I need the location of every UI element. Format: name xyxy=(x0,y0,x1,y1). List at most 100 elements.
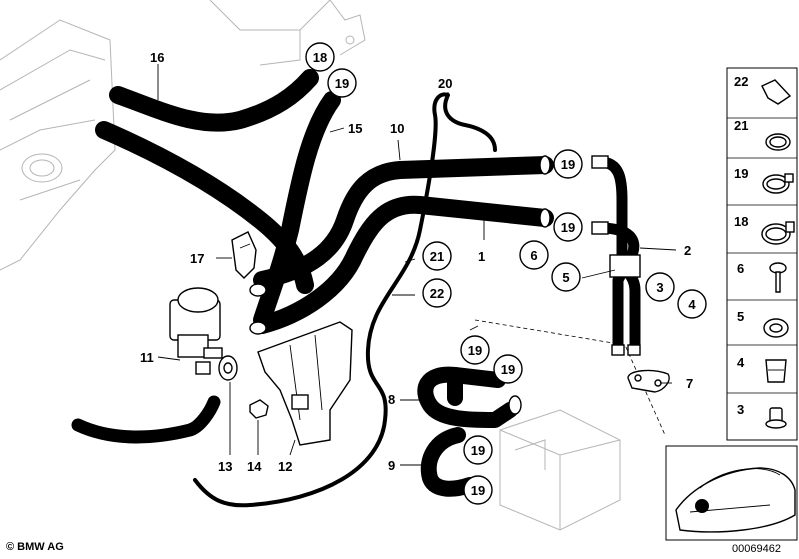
svg-text:22: 22 xyxy=(430,286,444,301)
callout-3: 3 xyxy=(645,272,675,302)
leader-lines xyxy=(157,64,677,466)
callout-4: 4 xyxy=(677,289,707,319)
hose-1 xyxy=(253,195,554,334)
legend-item-3: 3 xyxy=(737,402,787,429)
svg-text:6: 6 xyxy=(530,248,537,263)
parts-legend: 22 21 19 18 6 5 xyxy=(726,67,798,441)
legend-item-18: 18 xyxy=(734,214,795,245)
svg-text:2: 2 xyxy=(684,243,691,258)
svg-text:4: 4 xyxy=(688,297,696,312)
svg-text:3: 3 xyxy=(737,402,744,417)
svg-text:1: 1 xyxy=(478,249,485,264)
pipe-20 xyxy=(193,92,497,508)
legend-item-19: 19 xyxy=(734,166,794,194)
callout-19-e: 19 xyxy=(493,354,523,384)
copyright-brand: © BMW AG xyxy=(6,541,64,553)
water-valve-11 xyxy=(169,287,223,375)
callout-13: 13 xyxy=(218,459,232,474)
hose-16 xyxy=(109,69,319,132)
legend-item-4: 4 xyxy=(737,355,787,383)
callout-2: 2 xyxy=(684,243,691,258)
hose-10 xyxy=(253,155,554,289)
svg-text:14: 14 xyxy=(247,459,262,474)
image-number: 00069462 xyxy=(732,543,781,555)
callout-7: 7 xyxy=(686,376,693,391)
svg-text:21: 21 xyxy=(734,118,748,133)
svg-text:19: 19 xyxy=(335,76,349,91)
hose-end-b xyxy=(249,321,267,335)
callout-19-c: 19 xyxy=(553,212,583,242)
engine-block-drawing xyxy=(0,0,366,271)
svg-text:19: 19 xyxy=(561,157,575,172)
hose-lower-segment xyxy=(71,395,221,444)
svg-text:3: 3 xyxy=(656,280,663,295)
hose-15 xyxy=(253,91,341,329)
callout-22: 22 xyxy=(422,278,452,308)
heater-box-drawing xyxy=(499,409,621,531)
svg-text:21: 21 xyxy=(430,249,444,264)
legend-item-5: 5 xyxy=(737,309,789,338)
callout-14: 14 xyxy=(247,459,262,474)
nut-14 xyxy=(249,399,269,419)
svg-text:6: 6 xyxy=(737,261,744,276)
svg-text:20: 20 xyxy=(438,76,452,91)
svg-text:18: 18 xyxy=(313,50,327,65)
svg-text:12: 12 xyxy=(278,459,292,474)
callout-15: 15 xyxy=(348,121,362,136)
callout-5: 5 xyxy=(551,262,581,292)
callout-10: 10 xyxy=(390,121,404,136)
svg-text:4: 4 xyxy=(737,355,745,370)
svg-text:18: 18 xyxy=(734,214,748,229)
callout-9: 9 xyxy=(388,458,395,473)
location-marker-dot xyxy=(695,499,709,513)
grommet-13 xyxy=(218,355,238,381)
clip-17 xyxy=(231,231,257,279)
svg-text:16: 16 xyxy=(150,50,164,65)
callout-20: 20 xyxy=(438,76,452,91)
svg-text:13: 13 xyxy=(218,459,232,474)
callout-1: 1 xyxy=(478,249,485,264)
svg-text:11: 11 xyxy=(140,350,154,365)
svg-text:19: 19 xyxy=(468,343,482,358)
svg-text:22: 22 xyxy=(734,74,748,89)
bracket-12 xyxy=(257,321,353,446)
callout-19-a: 19 xyxy=(327,68,357,98)
callout-19-b: 19 xyxy=(553,149,583,179)
callout-19-g: 19 xyxy=(463,475,493,505)
gasket-7 xyxy=(627,369,670,393)
legend-item-22: 22 xyxy=(734,74,792,105)
svg-text:10: 10 xyxy=(390,121,404,136)
callout-19-d: 19 xyxy=(460,335,490,365)
callout-12: 12 xyxy=(278,459,292,474)
svg-text:19: 19 xyxy=(561,220,575,235)
hose-end-a xyxy=(249,283,267,297)
pipe-2 xyxy=(591,155,641,356)
callout-21: 21 xyxy=(422,241,452,271)
callout-18: 18 xyxy=(305,42,335,72)
svg-text:7: 7 xyxy=(686,376,693,391)
heater-core-bracket-outline xyxy=(469,319,666,436)
callout-8: 8 xyxy=(388,392,395,407)
svg-text:19: 19 xyxy=(734,166,748,181)
svg-text:19: 19 xyxy=(471,443,485,458)
svg-text:19: 19 xyxy=(471,483,485,498)
svg-text:5: 5 xyxy=(737,309,744,324)
svg-text:9: 9 xyxy=(388,458,395,473)
callout-6: 6 xyxy=(519,240,549,270)
svg-text:17: 17 xyxy=(190,251,204,266)
legend-item-21: 21 xyxy=(734,118,791,151)
hose-9 xyxy=(420,427,478,497)
svg-text:19: 19 xyxy=(501,362,515,377)
callout-19-f: 19 xyxy=(463,435,493,465)
svg-text:8: 8 xyxy=(388,392,395,407)
callout-17: 17 xyxy=(190,251,204,266)
callout-11: 11 xyxy=(140,350,154,365)
svg-text:5: 5 xyxy=(562,270,569,285)
legend-item-6: 6 xyxy=(737,261,787,293)
vehicle-location-inset xyxy=(665,445,798,541)
hose-lower-left xyxy=(95,121,314,294)
hose-8 xyxy=(417,366,522,428)
callout-16: 16 xyxy=(150,50,164,65)
svg-text:15: 15 xyxy=(348,121,362,136)
